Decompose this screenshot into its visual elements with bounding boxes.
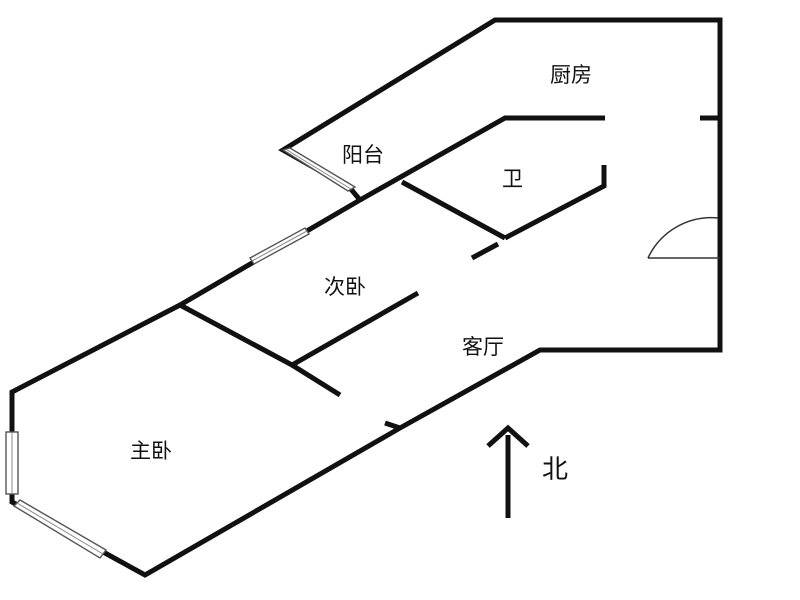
bathroom-door-stub [470, 241, 500, 261]
label-bathroom: 卫 [502, 167, 523, 191]
outer-wall [9, 17, 723, 578]
master-bedroom-wall [290, 362, 342, 398]
label-living-room: 客厅 [462, 335, 504, 359]
second-bedroom-window [248, 227, 311, 265]
label-balcony: 阳台 [342, 143, 384, 167]
entrance-door-icon [647, 216, 720, 259]
label-second-bedroom: 次卧 [324, 275, 366, 299]
kitchen-divider-wall [358, 115, 605, 203]
label-master-bedroom: 主卧 [130, 439, 172, 463]
north-label: 北 [542, 455, 568, 485]
north-arrow-icon [486, 424, 530, 518]
label-kitchen: 厨房 [550, 63, 592, 87]
bathroom-right-wall [503, 165, 607, 241]
master-door-stub [384, 420, 401, 431]
master-west-window [5, 431, 19, 495]
balcony-window [281, 147, 357, 192]
bathroom-left-wall [400, 179, 507, 241]
master-south-window [12, 499, 108, 559]
second-bedroom-wall [178, 290, 420, 368]
